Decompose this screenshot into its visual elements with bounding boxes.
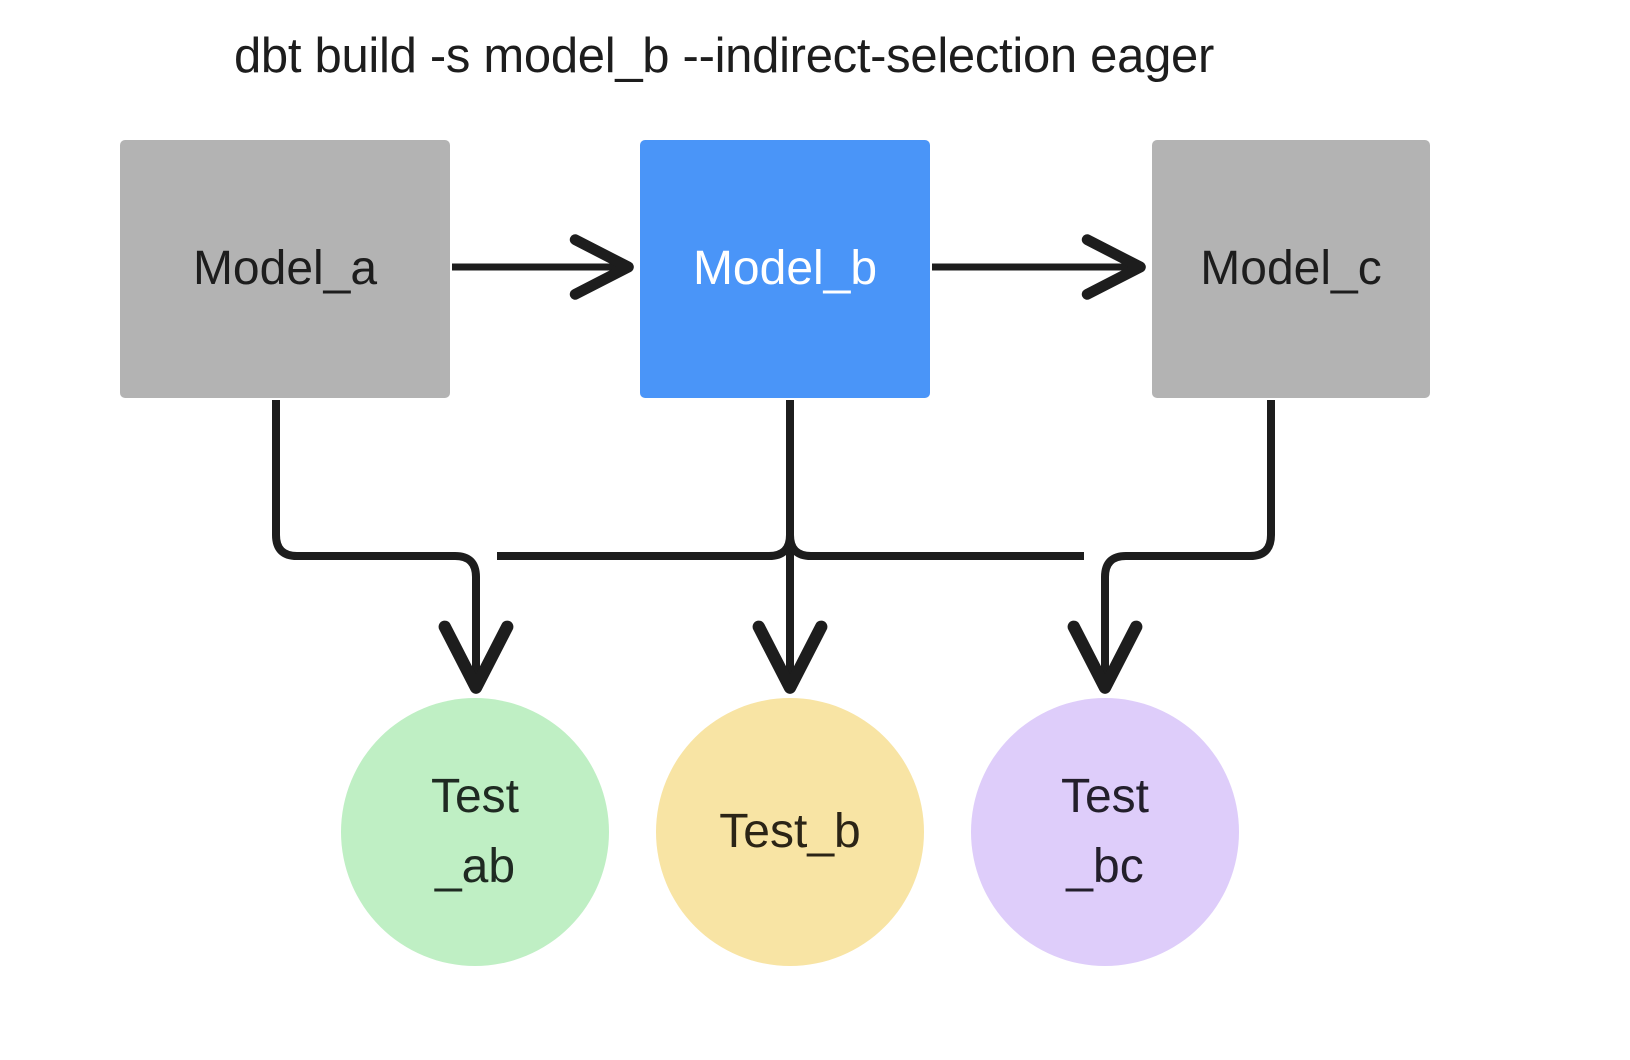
node-test-bc[interactable]: Test _bc <box>971 698 1239 966</box>
node-model-b-label: Model_b <box>692 242 878 295</box>
node-model-a-label: Model_a <box>192 242 378 295</box>
node-model-a[interactable]: Model_a <box>120 140 450 398</box>
edge-model-b-to-test-ab <box>497 400 794 560</box>
node-test-bc-label: Test _bc <box>1060 770 1150 893</box>
node-test-ab-label: Test _ab <box>430 770 520 893</box>
node-model-b[interactable]: Model_b <box>640 140 930 398</box>
edge-model-c-to-test-bc <box>1067 400 1275 694</box>
node-test-b-label: Test_b <box>719 805 861 859</box>
node-test-ab[interactable]: Test _ab <box>341 698 609 966</box>
node-model-c-label: Model_c <box>1200 242 1382 295</box>
edge-model-b-to-test-bc <box>786 400 1084 560</box>
edge-model-a-to-bus <box>272 400 514 694</box>
node-model-c[interactable]: Model_c <box>1152 140 1430 398</box>
diagram-title: dbt build -s model_b --indirect-selectio… <box>233 29 1215 83</box>
node-test-b[interactable]: Test_b <box>656 698 924 966</box>
